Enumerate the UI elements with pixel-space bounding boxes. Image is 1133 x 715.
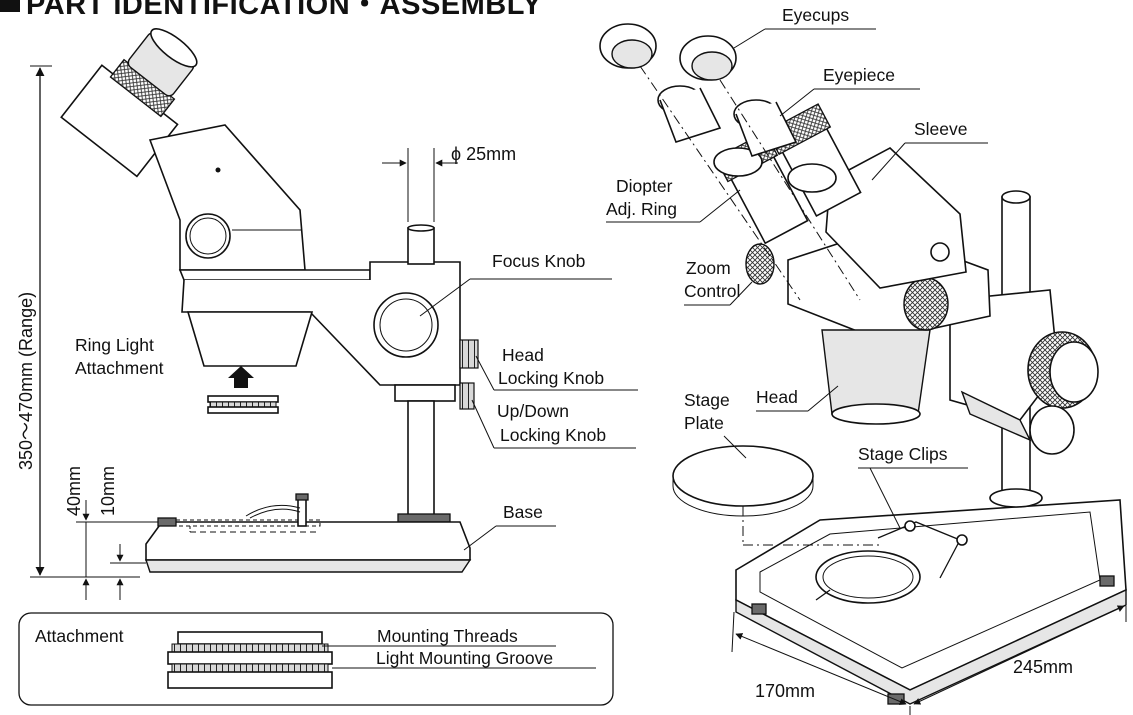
zoom-label-1: Zoom xyxy=(686,258,731,278)
dimension-pillar-diameter: ϕ 25mm xyxy=(382,144,516,222)
right-callouts: Eyecups Eyepiece Sleeve Diopter Adj. Rin… xyxy=(606,5,988,529)
title-text: PART IDENTIFICATION・ASSEMBLY xyxy=(26,0,543,21)
attachment-title: Attachment xyxy=(35,626,124,646)
stage-clips-label: Stage Clips xyxy=(858,444,948,464)
focus-knob-label: Focus Knob xyxy=(492,251,585,271)
side-view-microscope xyxy=(60,28,479,573)
ring-light-label-2: Attachment xyxy=(75,358,164,378)
stage-plate-label-1: Stage xyxy=(684,390,730,410)
diopter-label-2: Adj. Ring xyxy=(606,199,677,219)
dimension-footprint: 170mm 245mm xyxy=(731,605,1127,715)
head-locking-label-1: Head xyxy=(502,345,544,365)
diopter-label-1: Diopter xyxy=(616,176,673,196)
eyecups-label: Eyecups xyxy=(782,5,849,25)
eyepiece-label: Eyepiece xyxy=(823,65,895,85)
base-label: Base xyxy=(503,502,543,522)
ring-light-label-1: Ring Light xyxy=(75,335,154,355)
dim-170mm-label: 170mm xyxy=(755,681,815,701)
dim-245mm-label: 245mm xyxy=(1013,657,1073,677)
left-callouts: Ring Light Attachment Focus Knob Head Lo… xyxy=(75,251,638,551)
dim-10mm-label: 10mm xyxy=(98,466,118,516)
dimension-base-heights: 40mm 10mm xyxy=(64,466,158,600)
height-range-label: 350～470mm (Range) xyxy=(16,292,36,470)
dimension-height-range: 350～470mm (Range) xyxy=(16,65,140,578)
zoom-label-2: Control xyxy=(684,281,740,301)
pillar-diameter-label: ϕ 25mm xyxy=(451,144,516,164)
light-mounting-groove-label: Light Mounting Groove xyxy=(376,648,553,668)
title-square-icon xyxy=(0,0,20,12)
sleeve-label: Sleeve xyxy=(914,119,968,139)
page-title: PART IDENTIFICATION・ASSEMBLY xyxy=(0,0,542,21)
stage-plate-label-2: Plate xyxy=(684,413,724,433)
attachment-box: Attachment Mounting Threads Light Mounti… xyxy=(18,612,614,706)
isometric-microscope xyxy=(599,23,1127,705)
updown-locking-label-2: Locking Knob xyxy=(500,425,606,445)
head-locking-label-2: Locking Knob xyxy=(498,368,604,388)
updown-locking-label-1: Up/Down xyxy=(497,401,569,421)
dim-40mm-label: 40mm xyxy=(64,466,84,516)
head-label: Head xyxy=(756,387,798,407)
mounting-threads-label: Mounting Threads xyxy=(377,626,518,646)
